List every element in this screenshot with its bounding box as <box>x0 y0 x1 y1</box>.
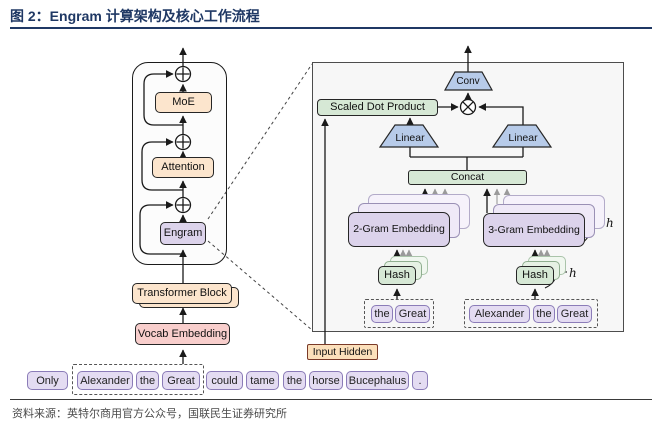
footer-divider <box>10 399 652 400</box>
trigram-dashed-box <box>464 299 598 328</box>
linear-right-trapezoid <box>491 124 553 148</box>
figure-title: 图 2：Engram 计算架构及核心工作流程 <box>10 8 260 24</box>
linear-left-trapezoid <box>378 124 440 148</box>
concat-block: Concat <box>408 170 527 185</box>
conv-trapezoid <box>443 71 494 91</box>
two-gram-embedding-block: 2-Gram Embedding <box>348 212 450 247</box>
trapezoid-shapes <box>378 71 553 148</box>
title-divider <box>10 27 652 29</box>
hash-left-block: Hash <box>378 266 416 285</box>
multiply-operator-icon <box>459 98 477 116</box>
add-operator-icon <box>174 65 192 214</box>
engram-block: Engram <box>160 222 206 245</box>
moe-block: MoE <box>155 92 212 113</box>
ngram-window-dashed-box <box>72 364 204 395</box>
bigram-dashed-box <box>364 299 434 328</box>
sentence-token: Great <box>162 371 200 390</box>
trigram-token: Alexander <box>469 305 530 323</box>
transformer-block: Transformer Block <box>132 283 232 304</box>
flow-lines <box>139 45 539 364</box>
trigram-token: the <box>533 305 555 323</box>
sentence-token: could <box>206 371 243 390</box>
heads-label-3gram: h <box>606 216 614 230</box>
vocab-embedding-block: Vocab Embedding <box>135 323 230 345</box>
hash-right-block: Hash <box>516 266 554 285</box>
conv-label: Conv <box>456 75 480 87</box>
attention-block: Attention <box>152 157 214 178</box>
sentence-token: tame <box>246 371 279 390</box>
input-hidden-label: Input Hidden <box>307 344 378 360</box>
sentence-token: Bucephalus <box>346 371 409 390</box>
heads-label-hash: h <box>569 266 577 280</box>
scaled-dot-product-block: Scaled Dot Product <box>317 99 438 116</box>
bigram-token: the <box>371 305 393 323</box>
source-note: 资料来源：英特尔商用官方公众号，国联民生证券研究所 <box>12 408 287 420</box>
linear-right-label: Linear <box>508 131 538 144</box>
sentence-token: Alexander <box>77 371 133 390</box>
sentence-token: . <box>412 371 428 390</box>
linear-left-label: Linear <box>395 131 425 144</box>
trigram-token: Great <box>557 305 592 323</box>
sentence-token: Only <box>27 371 68 390</box>
three-gram-embedding-block: 3-Gram Embedding <box>483 213 585 247</box>
zoom-link-dashes <box>207 63 313 331</box>
bigram-token: Great <box>395 305 430 323</box>
sentence-token: the <box>283 371 306 390</box>
sentence-token: the <box>136 371 159 390</box>
sentence-token: horse <box>309 371 343 390</box>
